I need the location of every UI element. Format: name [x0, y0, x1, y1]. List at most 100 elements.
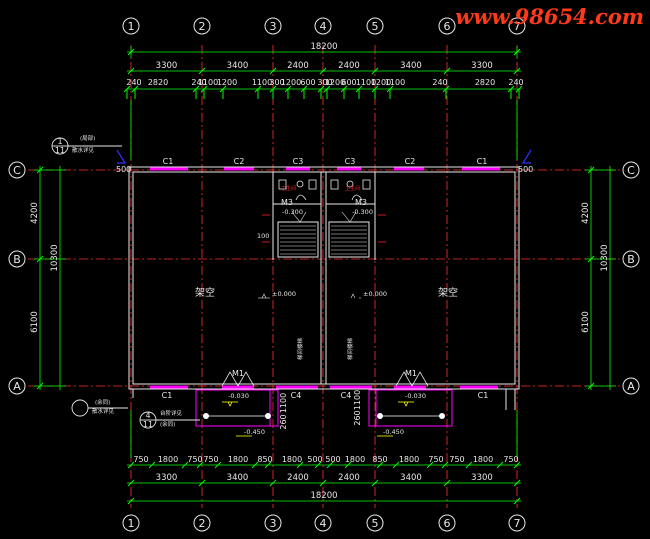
dim-bay-bottom-0: 3300 [156, 473, 178, 483]
tick-bay-bottom-5 [443, 479, 451, 487]
dim-detail-top-8: 600 [300, 78, 315, 87]
window-label-c3-r: C3 [345, 157, 356, 166]
dim-total-bottom: 18200 [310, 491, 337, 501]
stair-dim-100: 100 [257, 232, 269, 240]
tick-bay-bottom-6 [513, 479, 521, 487]
porch-rails [195, 389, 453, 427]
porch-dim-1100-r: 1100 [353, 390, 362, 410]
tick-detail-bottom-6 [264, 461, 272, 469]
dim-bay-top-4: 3400 [400, 61, 422, 71]
dim-detail-top-1: 2820 [148, 78, 168, 87]
axis-label-top-7: 7 [514, 20, 521, 33]
dim-detail-bottom-2: 750 [187, 455, 202, 464]
dim-detail-top-10: 1200 [325, 78, 345, 87]
axis-label-right-a: A [627, 380, 635, 393]
door-label-m1-l: M1 [232, 369, 244, 378]
dim-detail-top-9: 300 [317, 78, 332, 87]
axis-label-top-1: 1 [128, 20, 135, 33]
tick-bay-bottom-1 [198, 479, 206, 487]
tick-total-bottom-1 [513, 497, 521, 505]
tick-detail-bottom-1 [148, 461, 156, 469]
detail-callout-1: 1 [57, 137, 62, 146]
elev-m0030-left: -0.030 [228, 392, 249, 400]
window-label-c1-tr: C1 [477, 157, 488, 166]
axis-label-bottom-1: 1 [128, 517, 135, 530]
tick-detail-bottom-12 [392, 461, 400, 469]
watermark: www.98654.com [455, 4, 644, 29]
axis-bubbles [8, 17, 640, 532]
tick-bay-bottom-0 [127, 479, 135, 487]
tick-left-2 [36, 382, 44, 390]
tick-bay-top-5 [443, 67, 451, 75]
axis-label-top-6: 6 [444, 20, 451, 33]
tick-bay-bottom-3 [319, 479, 327, 487]
wc-label-right: 卫生间 [345, 185, 360, 192]
dim-detail-bottom-8: 500 [325, 455, 340, 464]
tick-detail-bottom-13 [426, 461, 434, 469]
dim-detail-bottom-3: 750 [203, 455, 218, 464]
note-bottom-left-b: 散水详见 [92, 407, 115, 415]
wc-fixtures [278, 179, 371, 190]
porch-dim-1100-l: 1100 [279, 393, 288, 413]
tick-detail-bottom-7 [296, 461, 304, 469]
dim-detail-top-2: 240 [191, 78, 206, 87]
detail-callouts [51, 137, 200, 429]
dim-bay-bottom-3: 2400 [338, 473, 360, 483]
tick-detail-bottom-2 [181, 461, 189, 469]
tick-total-top-0 [127, 48, 135, 56]
dim-left-4200: 4200 [30, 202, 40, 224]
axis-label-bottom-6: 6 [444, 517, 451, 530]
dim-bay-bottom-4: 3400 [400, 473, 422, 483]
tick-detail-bottom-14 [441, 461, 449, 469]
window-label-c4-r: C4 [341, 391, 352, 400]
dim-left-6100: 6100 [30, 311, 40, 333]
dim-detail-bottom-15: 750 [503, 455, 518, 464]
tick-right-2 [587, 382, 595, 390]
tick-detail-bottom-4 [214, 461, 222, 469]
dim-bay-top-0: 3300 [156, 61, 178, 71]
porch-dim-260-r: 260 [353, 410, 362, 425]
tick-detail-bottom-16 [496, 461, 504, 469]
dim-detail-top-4: 1200 [217, 78, 237, 87]
stairs [280, 211, 367, 255]
elev-m0450-left: -0.450 [244, 428, 265, 436]
dim-left-10300: 10300 [50, 244, 60, 271]
tick-detail-bottom-9 [326, 461, 334, 469]
dim-offset-right: 500 [518, 165, 533, 174]
tick-bay-top-3 [319, 67, 327, 75]
level-marks [222, 401, 414, 437]
axis-label-bottom-7: 7 [514, 517, 521, 530]
window-label-c1-bl: C1 [162, 391, 173, 400]
tick-bay-top-6 [513, 67, 521, 75]
axis-label-left-c: C [13, 164, 21, 177]
axis-label-left-b: B [13, 253, 21, 266]
dimension-lines [34, 46, 616, 502]
window-label-c1-br: C1 [478, 391, 489, 400]
dim-detail-top-16: 2820 [475, 78, 495, 87]
dim-detail-top-13: 1200 [371, 78, 391, 87]
dim-offset-left: 500 [116, 165, 131, 174]
axis-label-left-a: A [13, 380, 21, 393]
wc-label-left: 卫生间 [281, 185, 296, 192]
dim-bay-bottom-2: 2400 [287, 473, 309, 483]
axis-label-bottom-4: 4 [320, 517, 327, 530]
dim-detail-bottom-4: 1800 [228, 455, 248, 464]
dim-total-top: 18200 [310, 42, 337, 52]
dim-right-10300: 10300 [600, 244, 610, 271]
axis-label-top-5: 5 [372, 20, 379, 33]
window-label-c4-l: C4 [291, 391, 302, 400]
dim-detail-top-12: 1100 [356, 78, 376, 87]
dim-detail-bottom-5: 850 [257, 455, 272, 464]
dim-detail-top-0: 240 [126, 78, 141, 87]
dim-detail-bottom-13: 750 [449, 455, 464, 464]
dim-bay-top-3: 2400 [338, 61, 360, 71]
note-bottom-left-a: (余同) [95, 398, 110, 406]
tick-bay-bottom-4 [371, 479, 379, 487]
dim-detail-top-11: 600 [341, 78, 356, 87]
tick-bay-top-4 [371, 67, 379, 75]
elev-m0300-left: -0.300 [282, 208, 303, 216]
dim-bay-top-1: 3400 [227, 61, 249, 71]
axis-label-top-3: 3 [270, 20, 277, 33]
